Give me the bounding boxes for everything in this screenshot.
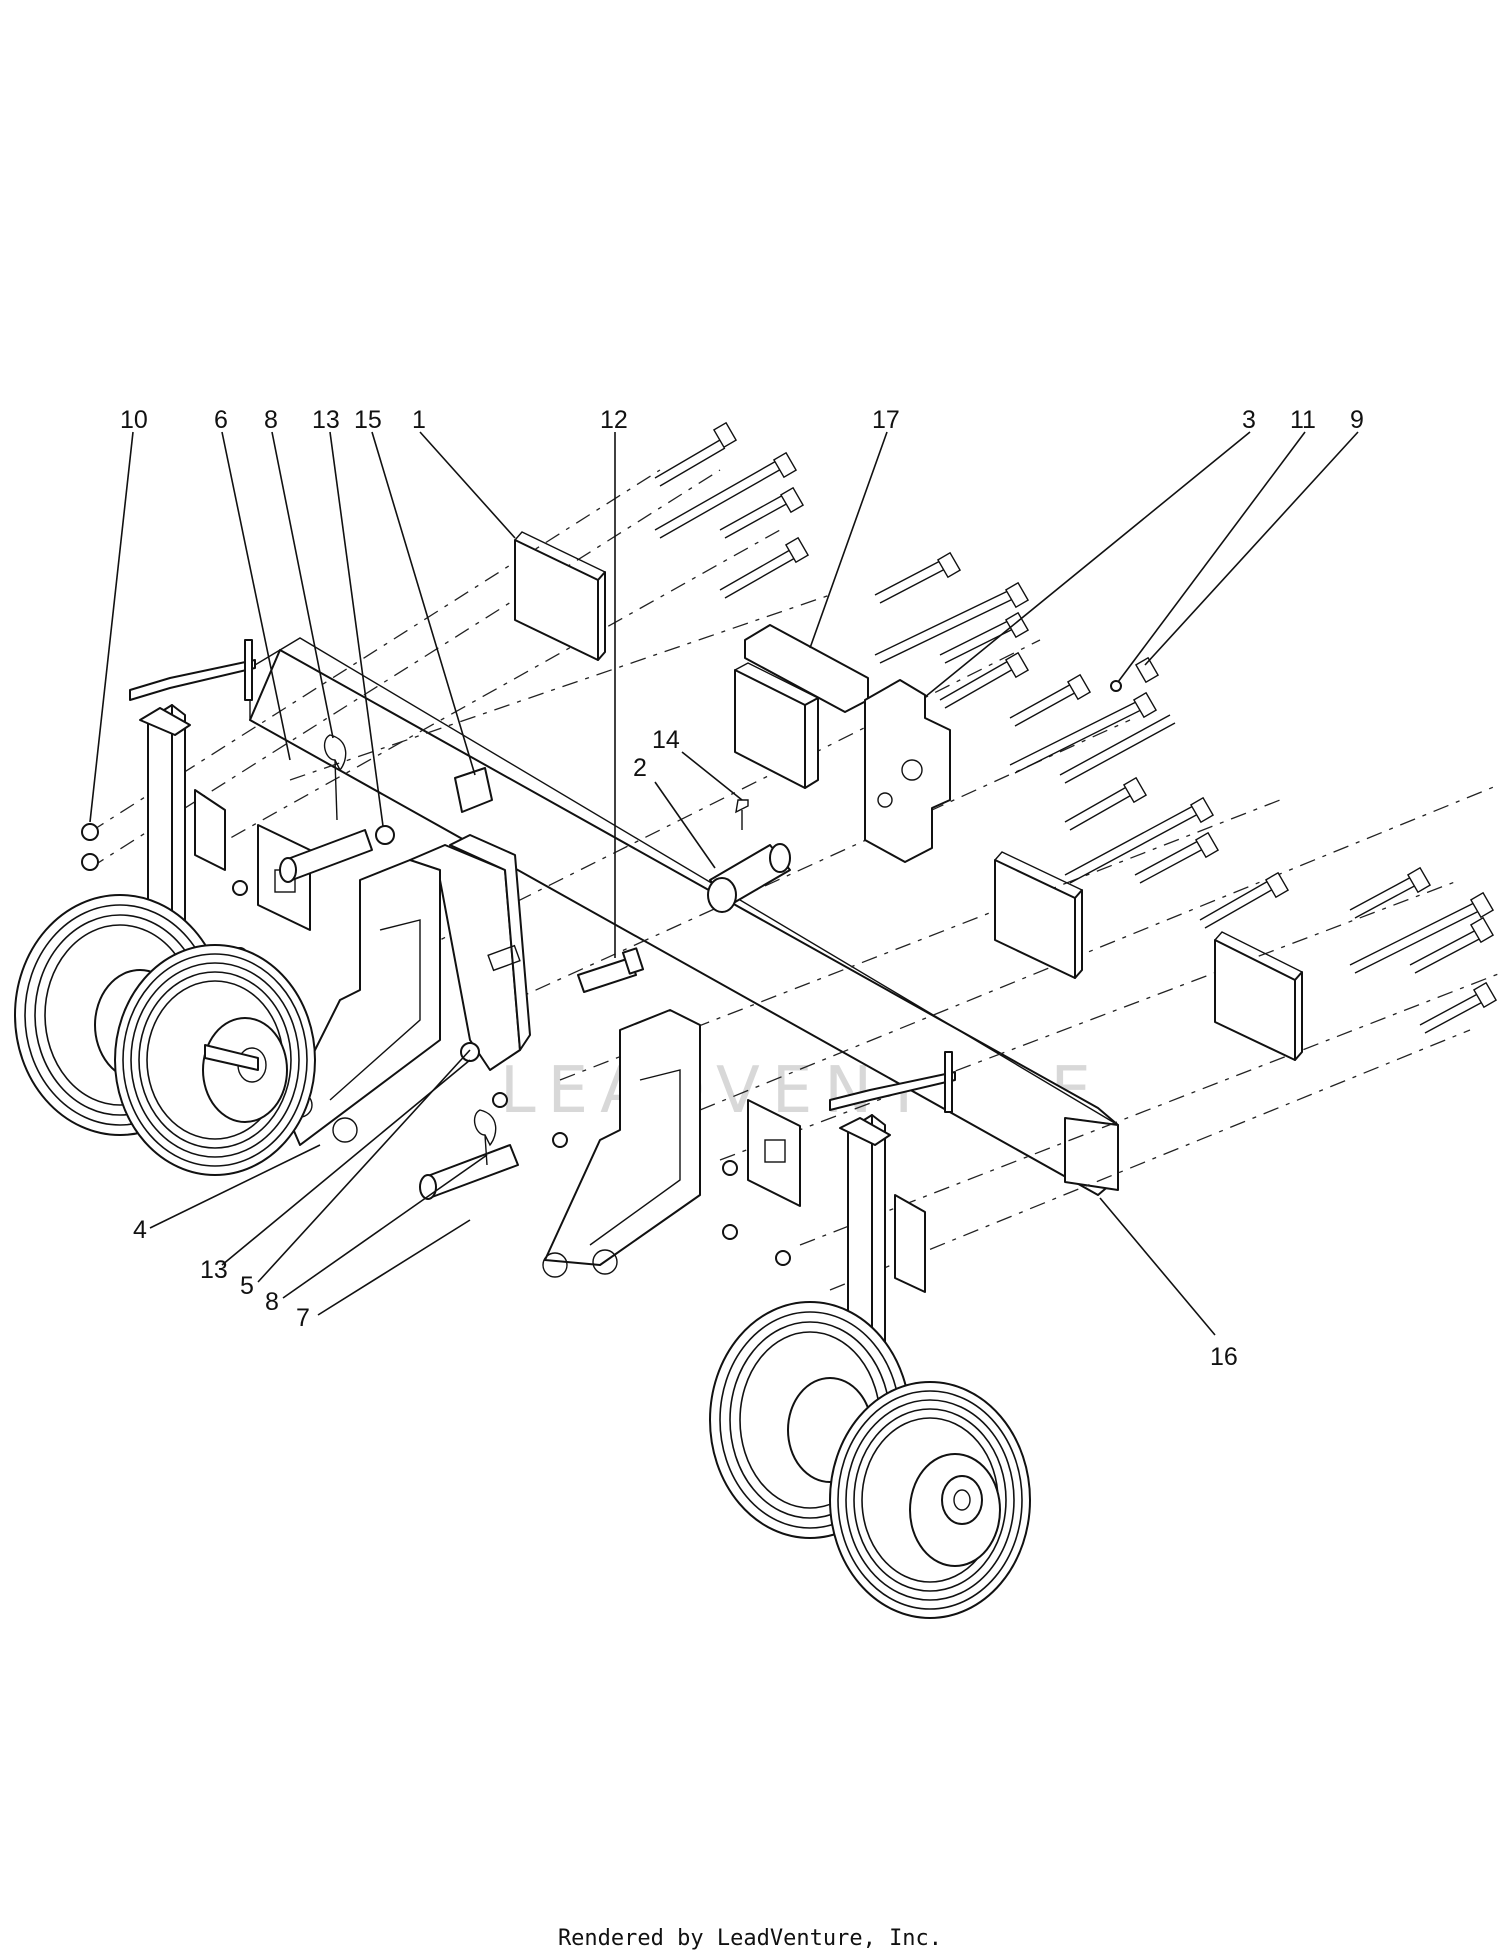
pin-part-12 bbox=[577, 947, 645, 993]
callout-3: 3 bbox=[1242, 406, 1256, 434]
leader-lines bbox=[89, 431, 1359, 1336]
hinge-plate-right bbox=[747, 1099, 801, 1207]
callout-13-top: 13 bbox=[312, 406, 340, 434]
spacer-plate-center bbox=[994, 851, 1083, 979]
callout-17: 17 bbox=[872, 406, 900, 434]
callout-9: 9 bbox=[1350, 406, 1364, 434]
callout-14: 14 bbox=[652, 726, 680, 754]
hair-pin-clip-bottom bbox=[473, 1109, 497, 1166]
pivot-arm-part-5 bbox=[409, 834, 531, 1071]
callout-15: 15 bbox=[354, 406, 382, 434]
callout-7: 7 bbox=[296, 1304, 310, 1332]
hair-pin-clip-top bbox=[323, 734, 347, 821]
callout-10: 10 bbox=[120, 406, 148, 434]
left-wheel-front bbox=[114, 944, 316, 1176]
mount-block bbox=[734, 662, 819, 789]
right-wheel-front bbox=[829, 1381, 1031, 1619]
callout-12: 12 bbox=[600, 406, 628, 434]
callout-16: 16 bbox=[1210, 1343, 1238, 1371]
callout-1: 1 bbox=[412, 406, 426, 434]
link-bracket-right bbox=[542, 1009, 701, 1278]
footer-credit: Rendered by LeadVenture, Inc. bbox=[557, 1926, 943, 1951]
callout-8-top: 8 bbox=[264, 406, 278, 434]
callout-6: 6 bbox=[214, 406, 228, 434]
bushing-part-2 bbox=[707, 843, 791, 913]
plate-part-1 bbox=[514, 531, 606, 661]
hitch-pin-part-7 bbox=[419, 1144, 519, 1200]
mount-plate-part-3 bbox=[864, 679, 951, 863]
callout-2: 2 bbox=[633, 754, 647, 782]
spacer-plate-right bbox=[1214, 931, 1303, 1061]
callout-4: 4 bbox=[133, 1216, 147, 1244]
alignment-lines bbox=[89, 469, 1500, 1291]
callout-5: 5 bbox=[240, 1272, 254, 1300]
callout-labels: 10 6 8 13 15 1 12 17 3 11 9 14 2 4 13 5 … bbox=[120, 406, 1364, 1371]
pin-part-15 bbox=[454, 767, 493, 813]
hitch-pin-part-6 bbox=[279, 829, 373, 883]
bolts bbox=[654, 421, 1498, 1034]
callout-13-bottom: 13 bbox=[200, 1256, 228, 1284]
callout-11: 11 bbox=[1290, 406, 1316, 434]
grease-fitting-part-14 bbox=[735, 799, 749, 830]
callout-8-bottom: 8 bbox=[265, 1288, 279, 1316]
